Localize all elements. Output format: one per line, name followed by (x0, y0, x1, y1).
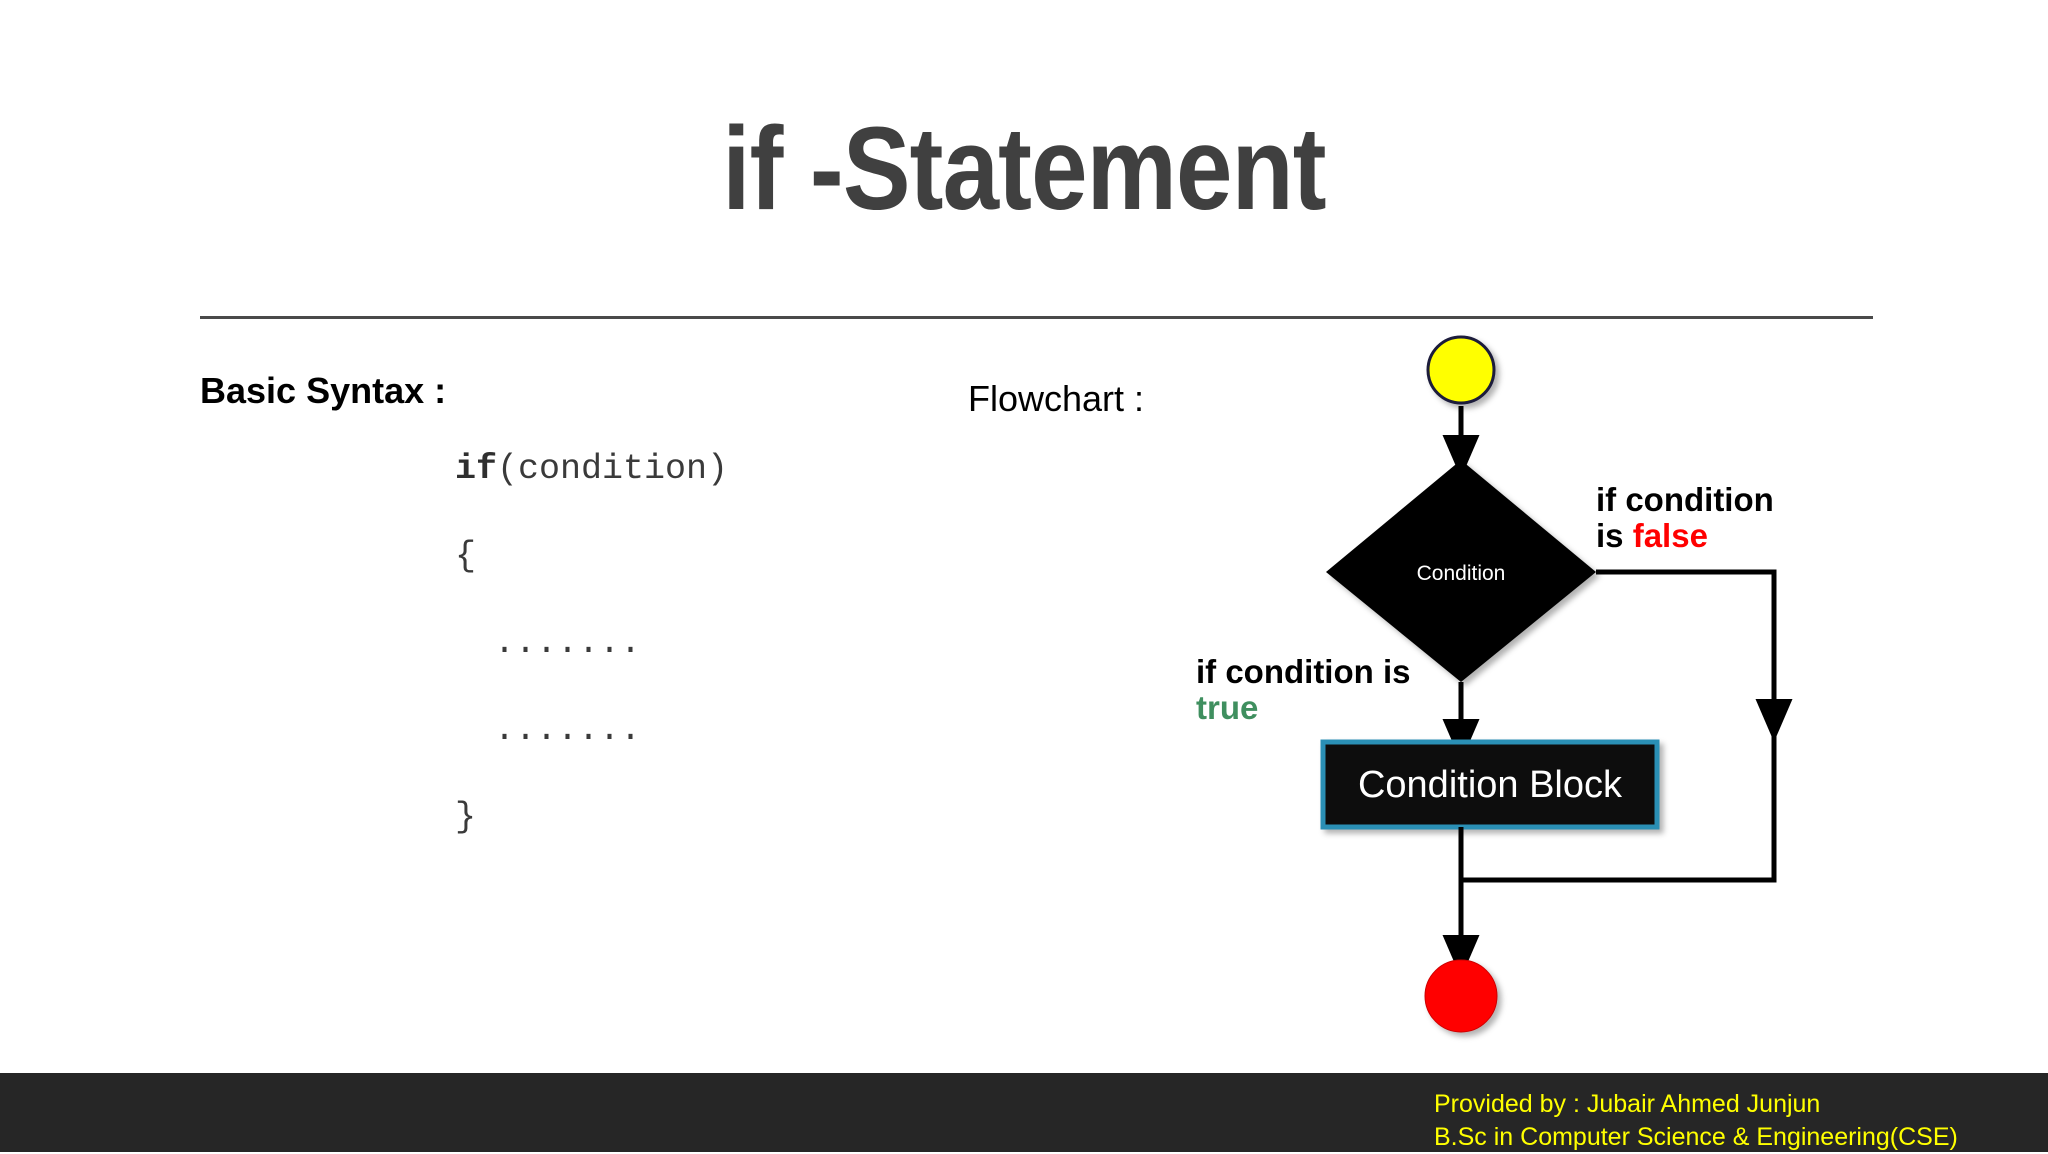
code-line: { (455, 539, 975, 626)
code-line: } (455, 800, 975, 887)
code-text: { (455, 536, 477, 576)
code-text: } (455, 797, 477, 837)
flowchart-heading: Flowchart : (968, 378, 1145, 419)
page-title: if -Statement (722, 103, 1326, 235)
branch-true-prefix: if condition is (1196, 653, 1411, 690)
process-node-shape (1320, 739, 1660, 830)
edge-false-branch-return (1461, 720, 1777, 883)
end-terminator-icon (1424, 959, 1498, 1033)
footer-line-2: B.Sc in Computer Science & Engineering(C… (1434, 1123, 1958, 1151)
code-line: if(condition) (455, 452, 975, 539)
edge-false-branch-down (1596, 569, 1793, 743)
code-text: (condition) (497, 449, 729, 489)
branch-false-prefix2: is (1596, 516, 1624, 554)
branch-true-value: true (1196, 688, 1259, 726)
branch-label-true: if condition is true (1196, 654, 1410, 725)
code-text: ....... (473, 623, 642, 663)
decision-node-label: Condition (1417, 562, 1506, 585)
branch-label-false: if condition is false (1596, 482, 1774, 553)
branch-false-value: false (1632, 516, 1708, 554)
code-snippet: if(condition) { ....... ....... } (455, 452, 975, 887)
code-line: ....... (455, 713, 975, 800)
code-text: ....... (473, 710, 642, 750)
keyword-if: if (455, 449, 498, 489)
code-line: ....... (455, 626, 975, 713)
decision-node-shape (1326, 460, 1596, 682)
flowchart-diagram: Condition Condition Block (1320, 335, 1793, 1033)
branch-false-prefix: if condition (1596, 481, 1774, 518)
title-divider (200, 316, 1873, 319)
start-terminator-icon (1426, 335, 1496, 405)
footer-bar (0, 1073, 2048, 1152)
process-node-label: Condition Block (1358, 764, 1623, 806)
footer-credit: Provided by : Jubair Ahmed Junjun B.Sc i… (1434, 1088, 1958, 1154)
footer-line-1: Provided by : Jubair Ahmed Junjun (1434, 1090, 1821, 1118)
basic-syntax-heading: Basic Syntax : (200, 370, 447, 411)
